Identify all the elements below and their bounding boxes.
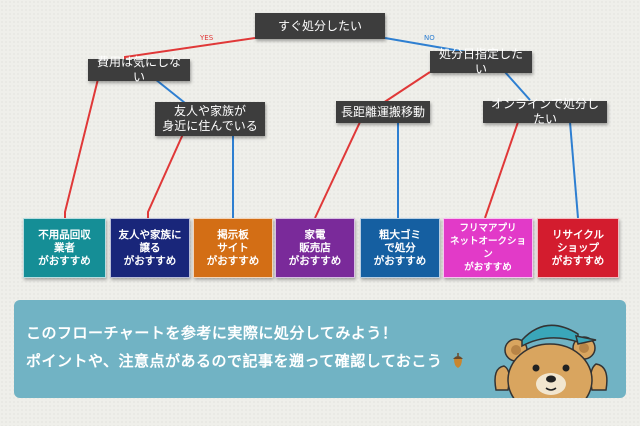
question-fee: 費用は気にしない [88, 55, 190, 84]
answer-junk-removal: 不用品回収 業者 がおすすめ [23, 218, 106, 278]
question-specify-date: 処分日指定したい [430, 47, 532, 76]
no-label: NO [424, 34, 435, 42]
yes-connector [382, 71, 431, 104]
acorn-icon [453, 353, 463, 368]
answer-flea-market-auction: フリマアプリ ネットオークション がおすすめ [443, 218, 533, 278]
no-connector [504, 71, 531, 101]
question-long-distance: 長距離運搬移動 [336, 101, 430, 123]
answer-bulletin-board: 掲示板 サイト がおすすめ [193, 218, 273, 278]
no-connector [569, 121, 579, 219]
answer-appliance-store: 家電 販売店 がおすすめ [275, 218, 355, 278]
no-connector [154, 78, 186, 104]
answer-recycle-shop: リサイクル ショップ がおすすめ [537, 218, 619, 278]
yes-connector [64, 78, 99, 218]
yes-connector [147, 133, 184, 218]
question-root: すぐ処分したい [255, 13, 385, 39]
question-online: オンラインで処分したい [483, 97, 607, 126]
question-friends-nearby: 友人や家族が 身近に住んでいる [155, 102, 265, 136]
answer-give-to-friends: 友人や家族に 譲る がおすすめ [110, 218, 190, 278]
yes-connector [314, 121, 361, 219]
bear-mascot-icon [494, 324, 608, 398]
yes-connector [484, 121, 519, 219]
answer-oversized-garbage: 粗大ゴミ で処分 がおすすめ [360, 218, 440, 278]
footer-text-line1: このフローチャートを参考に実際に処分してみよう！ [26, 324, 398, 342]
footer-text-line2: ポイントや、注意点があるので記事を遡って確認しておこう [26, 352, 443, 370]
yes-label: YES [200, 34, 214, 42]
